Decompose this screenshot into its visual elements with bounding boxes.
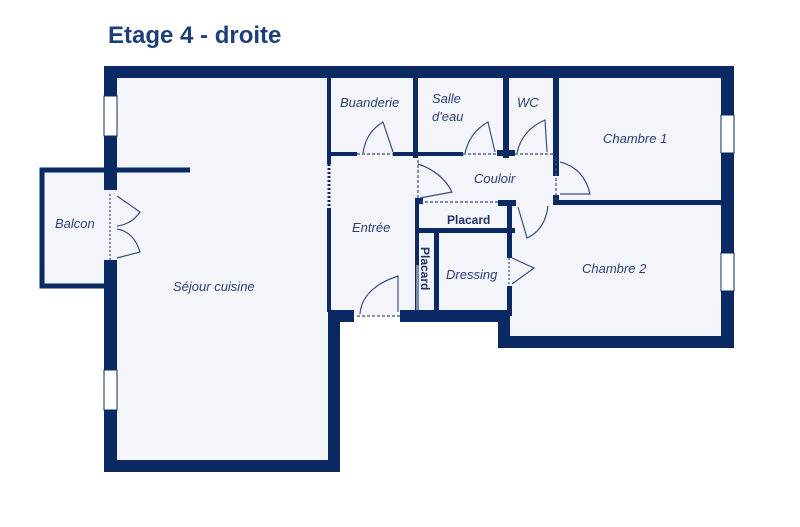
- balcony-outline: [39, 167, 190, 289]
- plan-title: Etage 4 - droite: [108, 22, 282, 49]
- room-label-salle-eau-line1: Salle: [432, 91, 461, 106]
- room-label-buanderie: Buanderie: [340, 95, 399, 110]
- room-label-placard: Placard: [447, 213, 490, 227]
- room-label-placard-vertical: Placard: [418, 247, 432, 290]
- room-label-chambre-2: Chambre 2: [582, 261, 647, 276]
- room-label-sejour-cuisine: Séjour cuisine: [173, 279, 255, 294]
- room-label-dressing: Dressing: [446, 267, 498, 282]
- room-label-salle-eau-line2: d'eau: [432, 109, 463, 124]
- window-icon: [720, 114, 735, 154]
- window-icon: [720, 252, 735, 292]
- room-label-entree: Entrée: [352, 220, 390, 235]
- window-icon: [103, 369, 118, 411]
- doors: [109, 119, 591, 317]
- room-label-chambre-1: Chambre 1: [603, 131, 667, 146]
- window-icon: [103, 95, 118, 137]
- windows: [103, 95, 735, 411]
- room-label-balcon: Balcon: [55, 216, 95, 231]
- room-label-wc: WC: [517, 95, 539, 110]
- room-label-couloir: Couloir: [474, 171, 516, 186]
- floor-area: [42, 76, 723, 461]
